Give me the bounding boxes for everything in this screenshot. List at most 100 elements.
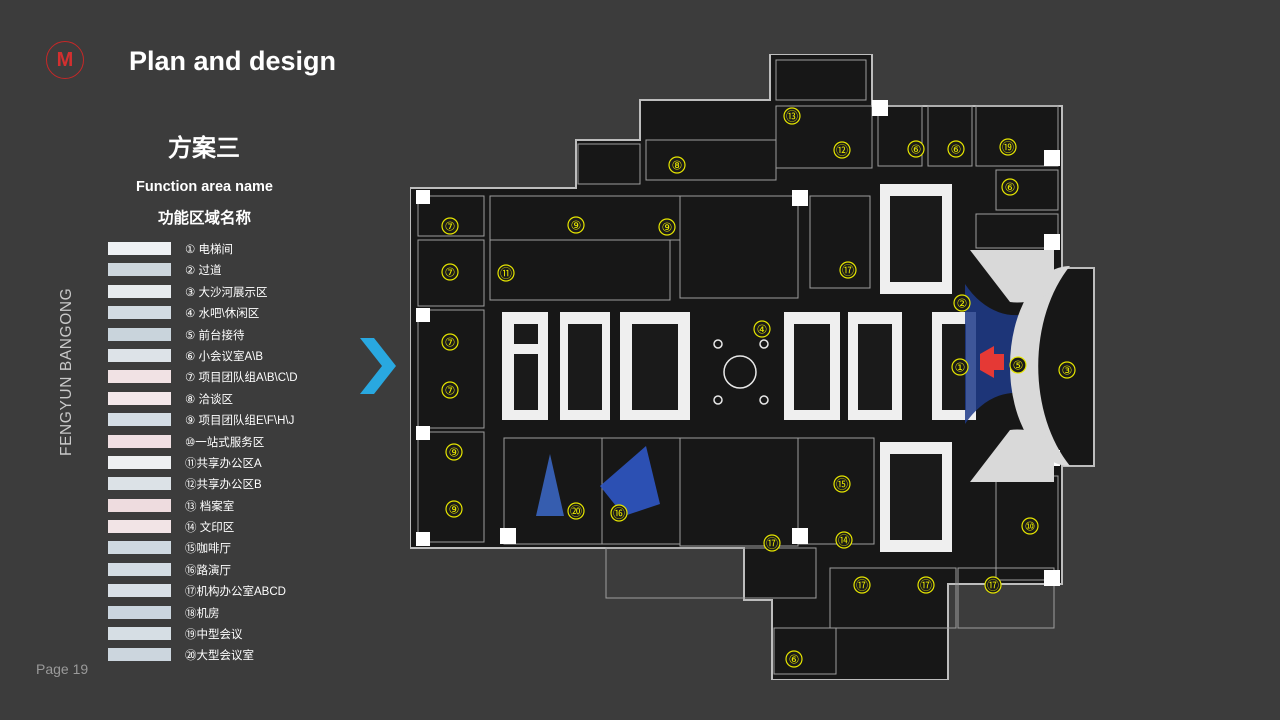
legend-label: ② 过道 — [185, 265, 222, 278]
plan-marker-label: ⑦ — [445, 266, 456, 280]
legend-swatch — [108, 541, 171, 555]
legend-label: ⑦ 项目团队组A\B\C\D — [185, 372, 298, 385]
plan-marker: ⑳ — [567, 502, 585, 520]
plan-marker-label: ⑲ — [1002, 141, 1014, 155]
legend-swatch — [108, 627, 171, 641]
plan-marker-label: ② — [957, 297, 968, 311]
chevron-right-icon[interactable] — [356, 336, 400, 396]
legend-label: ③ 大沙河展示区 — [185, 286, 268, 299]
plan-marker-label: ⑪ — [500, 267, 512, 281]
plan-marker-label: ⑨ — [662, 221, 673, 235]
legend-label: ⑱机房 — [185, 607, 220, 620]
legend-label: ⑩一站式服务区 — [185, 436, 265, 449]
plan-marker: ⑰ — [839, 261, 857, 279]
legend-swatch — [108, 520, 171, 534]
legend-label: ④ 水吧\休闲区 — [185, 308, 260, 321]
page-title: Plan and design — [129, 46, 337, 76]
plan-marker: ⑬ — [783, 107, 801, 125]
legend-label: ⑬ 档案室 — [185, 500, 235, 513]
plan-marker: ⑰ — [853, 576, 871, 594]
plan-marker-label: ⑧ — [672, 159, 683, 173]
plan-marker: ⑥ — [785, 650, 803, 668]
plan-marker: ③ — [1058, 361, 1076, 379]
plan-marker: ⑥ — [907, 140, 925, 158]
legend-swatch — [108, 605, 171, 619]
scheme-title: 方案三 — [168, 135, 240, 162]
plan-marker: ⑯ — [610, 504, 628, 522]
vertical-brand-text: FENGYUN BANGONG — [58, 287, 75, 456]
plan-marker-label: ⑩ — [1025, 520, 1036, 534]
plan-marker-label: ⑰ — [920, 579, 932, 593]
brand-logo: M — [46, 41, 84, 79]
legend-swatch — [108, 413, 171, 427]
legend-swatch — [108, 370, 171, 384]
legend-label: ① 电梯间 — [185, 244, 234, 256]
plan-marker-label: ⑬ — [786, 110, 798, 124]
plan-marker: ⑰ — [984, 576, 1002, 594]
legend-swatch — [108, 391, 171, 405]
legend-swatch — [108, 327, 171, 341]
plan-marker-label: ⑥ — [911, 143, 922, 157]
plan-marker-label: ③ — [1062, 364, 1073, 378]
legend-label: ⑤ 前台接待 — [185, 329, 245, 342]
plan-marker-label: ⑫ — [836, 144, 848, 158]
plan-marker: ② — [953, 294, 971, 312]
legend-label: ⑨ 项目团队组E\F\H\J — [185, 415, 295, 428]
legend-label: ⑪共享办公区A — [185, 457, 262, 470]
plan-marker-label: ① — [955, 361, 966, 375]
plan-marker-label: ⑦ — [445, 336, 456, 350]
plan-marker: ⑮ — [833, 475, 851, 493]
plan-marker: ⑨ — [567, 216, 585, 234]
plan-marker-label: ⑭ — [838, 534, 850, 548]
plan-marker-label: ⑤ — [1013, 359, 1024, 373]
plan-marker-label: ⑯ — [613, 507, 625, 521]
legend-label: ⑧ 洽谈区 — [185, 393, 234, 406]
plan-marker: ⑦ — [441, 263, 459, 281]
legend-swatch — [108, 348, 171, 362]
legend-label: ⑫共享办公区B — [185, 479, 262, 492]
legend-swatch — [108, 306, 171, 320]
plan-marker-label: ⑥ — [789, 653, 800, 667]
plan-marker-label: ⑦ — [445, 384, 456, 398]
plan-marker: ⑦ — [441, 333, 459, 351]
plan-marker: ⑨ — [658, 218, 676, 236]
plan-marker-label: ⑰ — [987, 579, 999, 593]
plan-marker-label: ⑳ — [570, 505, 582, 519]
plan-marker-label: ⑮ — [836, 478, 848, 492]
legend-swatch — [108, 284, 171, 298]
legend-label: ⑭ 文印区 — [185, 522, 235, 535]
legend-swatch — [108, 498, 171, 512]
plan-marker-label: ⑰ — [842, 264, 854, 278]
plan-marker: ① — [951, 358, 969, 376]
plan-marker: ⑥ — [947, 140, 965, 158]
plan-marker: ⑪ — [497, 264, 515, 282]
plan-marker-label: ⑰ — [856, 579, 868, 593]
legend-swatch — [108, 584, 171, 598]
plan-marker: ⑦ — [441, 217, 459, 235]
function-area-heading-cn: 功能区域名称 — [157, 210, 251, 227]
legend-swatch — [108, 648, 171, 662]
plan-marker-label: ④ — [757, 323, 768, 337]
plan-marker: ④ — [753, 320, 771, 338]
plan-marker: ⑧ — [668, 156, 686, 174]
plan-marker-label: ⑦ — [445, 220, 456, 234]
plan-marker-label: ⑥ — [1005, 181, 1016, 195]
legend-swatch — [108, 434, 171, 448]
legend-swatch — [108, 263, 171, 277]
plan-marker: ⑤ — [1009, 356, 1027, 374]
legend-label: ⑮咖啡厅 — [185, 543, 231, 556]
plan-marker-label: ⑨ — [449, 446, 460, 460]
legend-swatch — [108, 242, 171, 255]
plan-marker: ⑭ — [835, 531, 853, 549]
plan-marker-label: ⑥ — [951, 143, 962, 157]
legend-label: ⑯路演厅 — [185, 564, 231, 577]
plan-marker: ⑨ — [445, 500, 463, 518]
plan-marker: ⑩ — [1021, 517, 1039, 535]
function-area-heading-en: Function area name — [136, 179, 273, 195]
plan-marker-label: ⑨ — [571, 219, 582, 233]
legend-swatch — [108, 562, 171, 576]
page-number: Page 19 — [36, 661, 89, 677]
logo-letter: M — [56, 48, 74, 71]
legend-label: ⑳大型会议室 — [185, 650, 254, 663]
